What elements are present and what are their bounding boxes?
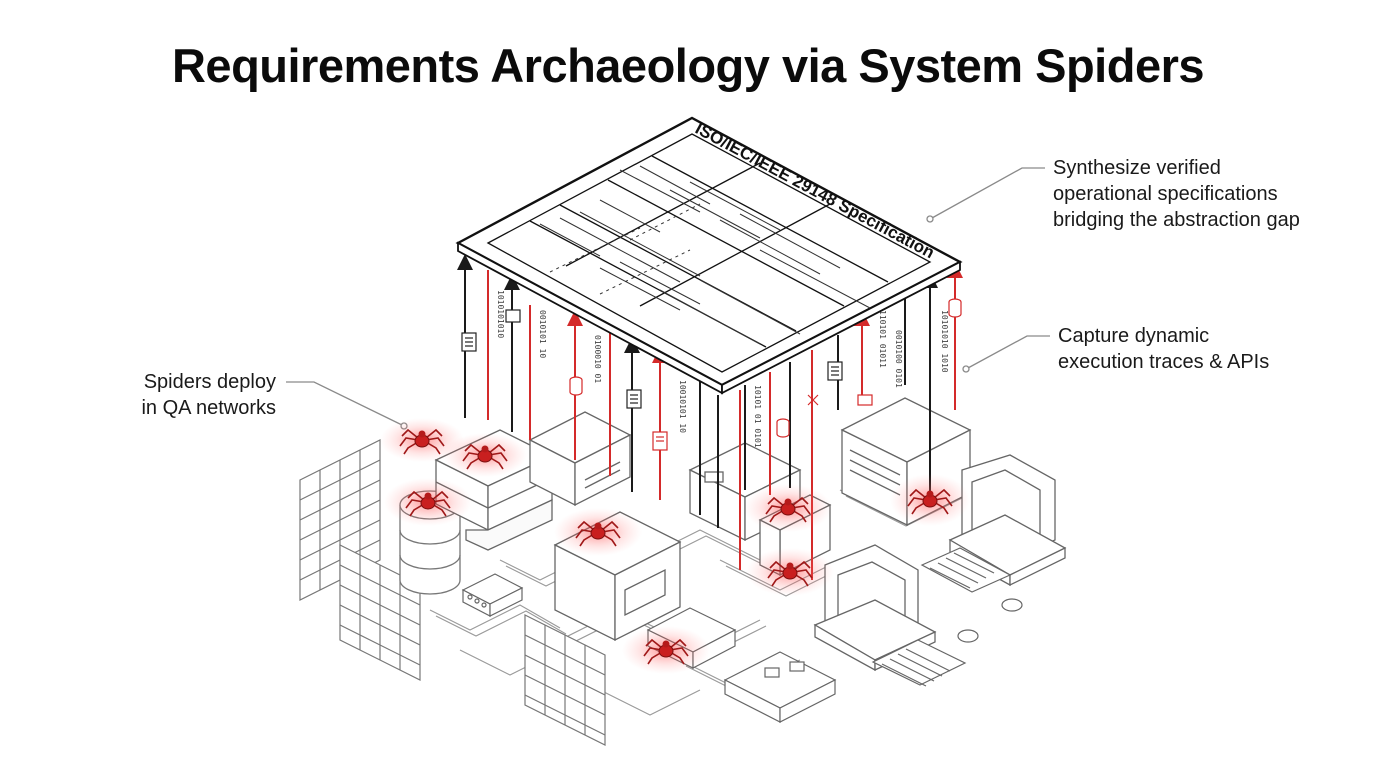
svg-text:0100010 01: 0100010 01 bbox=[593, 335, 602, 383]
document-icons bbox=[461, 309, 843, 409]
callout-synthesize-line-1: Synthesize verified bbox=[1053, 157, 1221, 179]
spider-5 bbox=[744, 484, 832, 532]
leader-synthesize bbox=[931, 167, 1045, 219]
callout-capture-line-1: Capture dynamic bbox=[1058, 325, 1210, 347]
callout-synthesize-line-3: bridging the abstraction gap bbox=[1053, 209, 1300, 231]
callout-synthesize: Synthesize verified operational specific… bbox=[1053, 155, 1300, 233]
callout-spiders-line-1: Spiders deploy bbox=[143, 371, 276, 393]
svg-text:1010101010: 1010101010 bbox=[496, 290, 505, 338]
spider-1 bbox=[380, 418, 464, 462]
callout-spiders-line-2: in QA networks bbox=[141, 397, 276, 419]
mouse-center bbox=[957, 629, 979, 643]
circuit-board bbox=[723, 651, 837, 723]
keyboard-right bbox=[920, 547, 1012, 593]
computer-monitor-right bbox=[948, 454, 1067, 587]
diagram-title: Requirements Archaeology via System Spid… bbox=[171, 39, 1205, 92]
spider-7 bbox=[622, 626, 710, 674]
network-switch-left bbox=[461, 573, 524, 617]
leader-capture bbox=[967, 335, 1050, 369]
red-artifact-icons bbox=[569, 298, 962, 451]
leader-spiders bbox=[286, 381, 403, 426]
binary-glyph-columns: 1010101010 0010101 10 0100010 01 1001010… bbox=[496, 290, 949, 448]
mouse-right bbox=[1001, 598, 1023, 612]
callout-capture-line-2: execution traces & APIs bbox=[1058, 351, 1270, 373]
svg-text:110101 01011: 110101 01011 bbox=[878, 310, 887, 368]
spider-2 bbox=[443, 433, 527, 477]
spider-6 bbox=[746, 548, 834, 596]
spider-3 bbox=[384, 478, 472, 526]
bottom-rack-panel bbox=[524, 614, 606, 746]
svg-text:10010101 10: 10010101 10 bbox=[678, 380, 687, 433]
svg-text:10101010 1010: 10101010 1010 bbox=[940, 310, 949, 373]
callout-capture: Capture dynamic execution traces & APIs bbox=[1058, 323, 1269, 375]
spider-4 bbox=[554, 508, 642, 556]
spiders bbox=[380, 418, 970, 674]
svg-text:10101 01 0101: 10101 01 0101 bbox=[753, 385, 762, 448]
trace-streams bbox=[457, 254, 963, 580]
spider-8 bbox=[890, 474, 970, 526]
svg-text:0010101 10: 0010101 10 bbox=[538, 310, 547, 358]
callout-synthesize-line-2: operational specifications bbox=[1053, 183, 1278, 205]
keyboard-center bbox=[871, 639, 967, 687]
server-box-center bbox=[528, 411, 632, 507]
callout-spiders: Spiders deploy in QA networks bbox=[133, 369, 276, 421]
spec-document: ISO/IEC/IEEE 29148 Specification bbox=[455, 116, 963, 395]
svg-text:0010100 0101: 0010100 0101 bbox=[894, 330, 903, 388]
